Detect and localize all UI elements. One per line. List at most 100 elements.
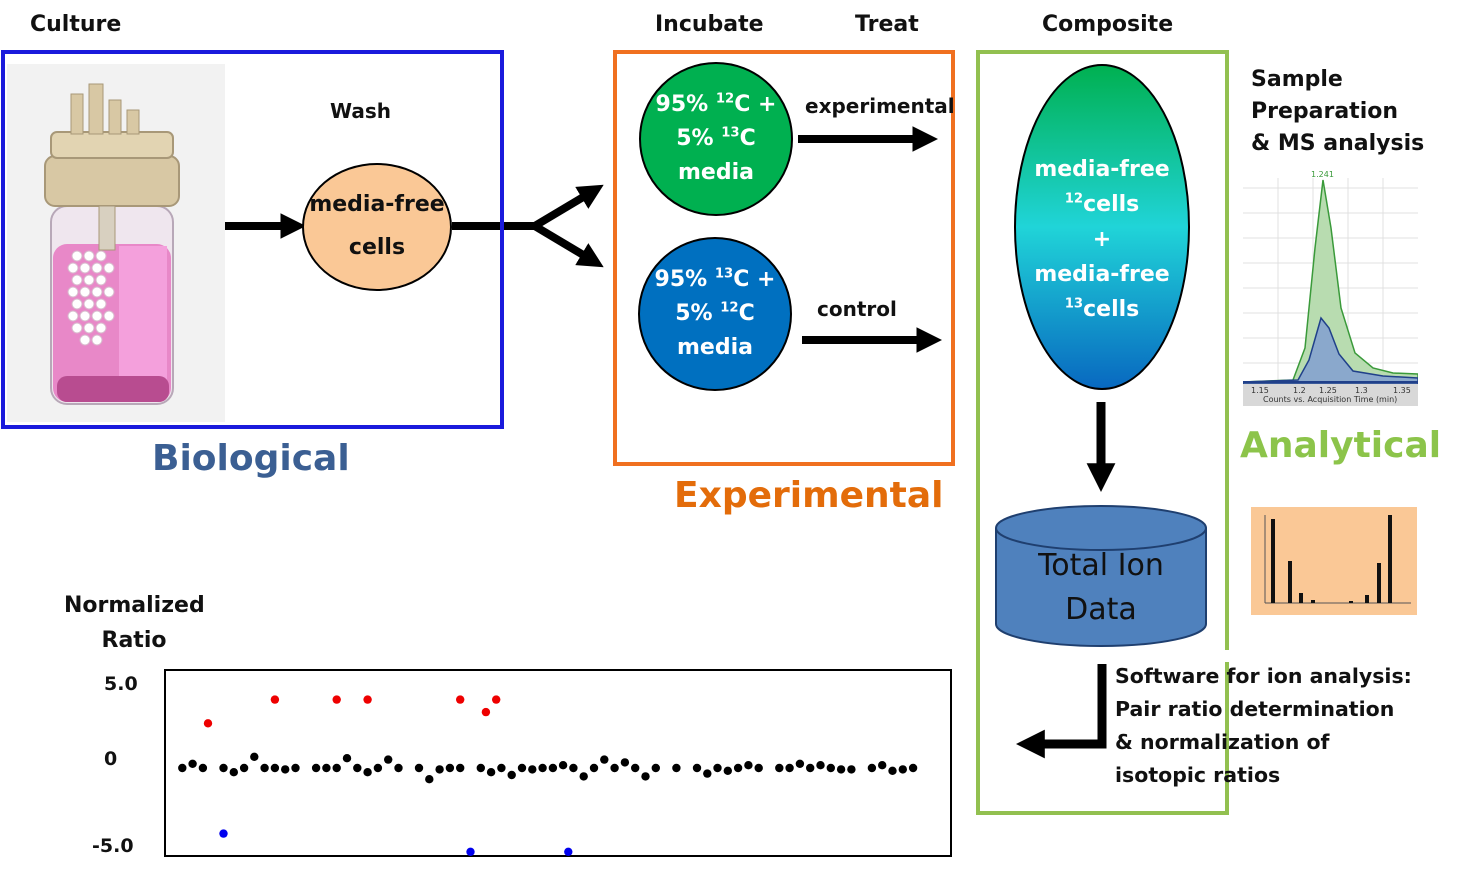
composite-line-1: media-free — [1015, 152, 1189, 187]
data-point-black — [322, 764, 330, 772]
data-point-black — [641, 772, 649, 780]
chromatogram-tick: 1.25 — [1319, 386, 1337, 395]
data-point-black — [538, 764, 546, 772]
data-point-blue — [564, 848, 572, 856]
data-point-black — [456, 764, 464, 772]
total-ion-line: Total Ion — [996, 544, 1206, 588]
data-point-red — [333, 695, 341, 703]
data-point-black — [291, 764, 299, 772]
data-point-black — [384, 755, 392, 763]
data-point-red — [492, 695, 500, 703]
total-ion-data-label: Total Ion Data — [996, 544, 1206, 632]
data-point-black — [363, 768, 371, 776]
data-point-black — [909, 764, 917, 772]
bioreactor-image — [7, 64, 225, 422]
composite-line-4: media-free — [1015, 257, 1189, 292]
composite-plus: + — [1015, 222, 1189, 257]
chromatogram-thumbnail: 1.241 1.15 1.2 1.25 1.3 1.35 Counts vs. … — [1243, 168, 1418, 406]
data-point-black — [693, 764, 701, 772]
chromatogram-tick: 1.15 — [1251, 386, 1269, 395]
data-point-black — [734, 764, 742, 772]
software-line: Software for ion analysis: — [1115, 660, 1412, 693]
ytick-label: -5.0 — [92, 835, 134, 857]
data-point-black — [415, 764, 423, 772]
sample-prep-line: Preparation — [1251, 96, 1424, 128]
data-point-black — [353, 764, 361, 772]
data-point-black — [260, 764, 268, 772]
data-point-red — [363, 695, 371, 703]
software-line: isotopic ratios — [1115, 759, 1412, 792]
section-experimental: Experimental — [674, 475, 944, 516]
data-point-black — [446, 764, 454, 772]
data-point-black — [899, 765, 907, 773]
data-point-black — [188, 760, 196, 768]
data-point-black — [425, 775, 433, 783]
data-point-black — [508, 771, 516, 779]
incubate-green-circle: 95% 12C + 5% 13C media — [639, 62, 793, 216]
data-point-black — [199, 764, 207, 772]
blue-line-1: 95% 13C + — [655, 263, 776, 297]
data-point-blue — [219, 829, 227, 837]
data-point-black — [528, 765, 536, 773]
data-point-black — [816, 761, 824, 769]
wash-label: Wash — [330, 99, 391, 123]
chromatogram-tick: 1.3 — [1355, 386, 1368, 395]
data-point-black — [878, 761, 886, 769]
data-point-black — [631, 764, 639, 772]
total-ion-line: Data — [996, 588, 1206, 632]
green-line-3: media — [678, 156, 754, 190]
data-point-black — [785, 764, 793, 772]
data-point-black — [178, 764, 186, 772]
cells-label-line: media-free — [309, 184, 444, 227]
data-point-red — [271, 695, 279, 703]
data-point-red — [482, 708, 490, 716]
composite-line-2: 12cells — [1015, 187, 1189, 222]
experimental-label: experimental — [805, 94, 955, 118]
data-point-black — [487, 768, 495, 776]
incubate-blue-circle: 95% 13C + 5% 12C media — [638, 237, 792, 391]
data-point-red — [204, 719, 212, 727]
software-line: & normalization of — [1115, 726, 1412, 759]
header-culture: Culture — [30, 12, 121, 37]
data-point-black — [837, 765, 845, 773]
data-point-black — [600, 755, 608, 763]
data-point-red — [456, 695, 464, 703]
data-point-black — [652, 764, 660, 772]
data-point-black — [847, 765, 855, 773]
data-point-black — [343, 754, 351, 762]
composite-oval-text: media-free 12cells + media-free 13cells — [1015, 152, 1189, 327]
data-point-black — [477, 764, 485, 772]
control-label: control — [817, 297, 897, 321]
header-incubate: Incubate — [655, 12, 764, 37]
cells-label-line: cells — [349, 227, 405, 270]
section-biological: Biological — [152, 438, 350, 479]
ytick-label: 0 — [104, 748, 117, 770]
data-point-black — [868, 764, 876, 772]
split-arrow-down — [533, 225, 590, 259]
blue-line-3: media — [677, 331, 753, 365]
data-point-black — [827, 764, 835, 772]
media-free-cells-circle: media-free cells — [302, 163, 452, 291]
data-point-black — [755, 764, 763, 772]
data-point-black — [744, 761, 752, 769]
data-point-black — [271, 764, 279, 772]
data-point-black — [559, 761, 567, 769]
data-point-black — [703, 769, 711, 777]
data-point-black — [888, 767, 896, 775]
chart-frame — [165, 670, 951, 856]
sample-prep-line: Sample — [1251, 64, 1424, 96]
blue-line-2: 5% 12C — [675, 297, 755, 331]
data-point-black — [333, 764, 341, 772]
green-line-2: 5% 13C — [676, 122, 756, 156]
data-point-black — [569, 764, 577, 772]
sample-prep-line: & MS analysis — [1251, 128, 1424, 160]
data-point-blue — [466, 848, 474, 856]
data-point-black — [394, 764, 402, 772]
data-point-black — [796, 760, 804, 768]
composite-line-5: 13cells — [1015, 292, 1189, 327]
data-point-black — [230, 768, 238, 776]
data-point-black — [713, 764, 721, 772]
data-point-black — [435, 765, 443, 773]
data-point-black — [281, 765, 289, 773]
